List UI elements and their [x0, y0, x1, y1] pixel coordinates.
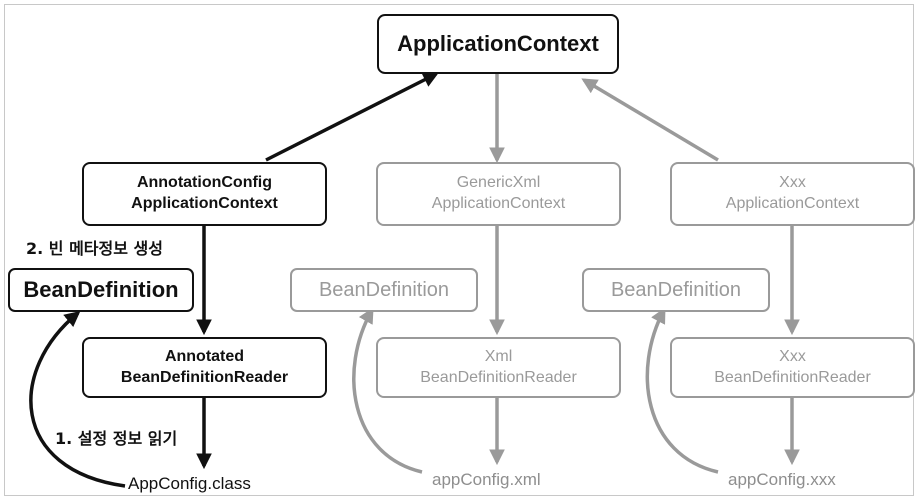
note-create-metadata: 2. 빈 메타정보 생성: [26, 239, 163, 258]
bean-definition-label: BeanDefinition: [23, 276, 179, 302]
arrow-annotation-to-appcontext: [265, 72, 439, 162]
appconfig-xml-label: appConfig.xml: [432, 470, 541, 489]
application-context-label: ApplicationContext: [397, 30, 599, 56]
arrow-xxx-to-appcontext: [581, 78, 719, 162]
appconfig-xxx-label: appConfig.xxx: [728, 470, 836, 489]
reader-line-2: BeanDefinitionReader: [420, 368, 577, 386]
xxx-reader-box: Xxx BeanDefinitionReader: [670, 337, 915, 398]
annotated-reader-box: Annotated BeanDefinitionReader: [82, 337, 327, 398]
reader-line-2: BeanDefinitionReader: [714, 368, 871, 386]
context-line-2: ApplicationContext: [725, 195, 860, 212]
context-line-2: ApplicationContext: [131, 195, 278, 212]
context-line-2: ApplicationContext: [431, 195, 566, 212]
appconfig-class-label: AppConfig.class: [128, 474, 251, 493]
bean-definition-box-xxx: BeanDefinition: [582, 268, 770, 312]
note-read-config: 1. 설정 정보 읽기: [55, 429, 178, 448]
context-line-1: GenericXml: [456, 174, 541, 192]
reader-line-2: BeanDefinitionReader: [120, 368, 289, 386]
bean-definition-label: BeanDefinition: [610, 279, 742, 301]
context-line-1: AnnotationConfig: [136, 174, 273, 192]
arrow-appconfigxml-to-beandefinition: [352, 307, 423, 474]
context-line-1: Xxx: [779, 174, 806, 192]
bean-definition-box-xml: BeanDefinition: [290, 268, 478, 312]
genericxml-context-box: GenericXml ApplicationContext: [376, 162, 621, 226]
diagram-frame: [4, 4, 914, 496]
bean-definition-box: BeanDefinition: [8, 268, 194, 312]
arrow-appconfigxxx-to-beandefinition: [645, 307, 719, 474]
reader-line-1: Xml: [484, 347, 513, 365]
annotation-config-context-box: AnnotationConfig ApplicationContext: [82, 162, 327, 226]
reader-line-1: Annotated: [164, 347, 245, 365]
xml-reader-box: Xml BeanDefinitionReader: [376, 337, 621, 398]
arrow-appconfig-to-beandefinition: [29, 311, 126, 488]
reader-line-1: Xxx: [779, 347, 806, 365]
application-context-box: ApplicationContext: [377, 14, 619, 74]
xxx-context-box: Xxx ApplicationContext: [670, 162, 915, 226]
bean-definition-label: BeanDefinition: [318, 279, 450, 301]
